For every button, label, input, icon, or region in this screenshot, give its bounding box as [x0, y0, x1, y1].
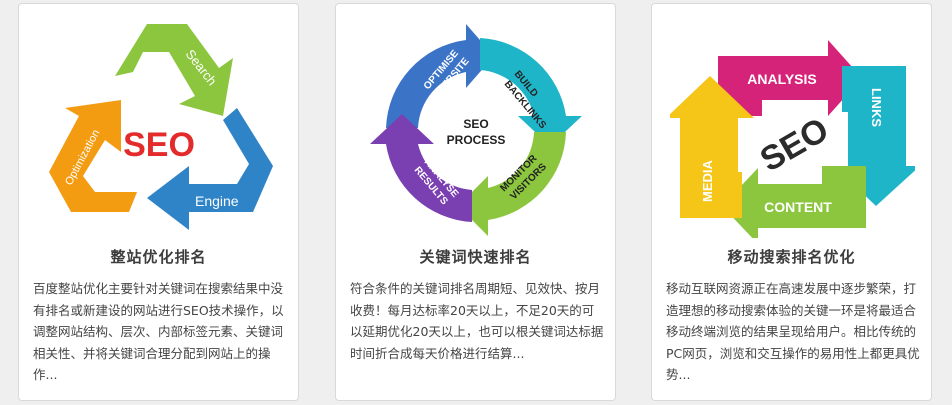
links-label: LINKS	[869, 88, 884, 127]
seo-square-arrows-icon: ANALYSIS LINKS CONTENT MEDIA SEO	[670, 40, 915, 238]
service-description: 移动互联网资源正在高速发展中逐步繁荣，打造理想的移动搜索体验的关键一环是将最适合…	[666, 281, 920, 382]
service-card-keyword-ranking[interactable]: SEO PROCESS OPTIMISE WEBSITE BUILD BACKL…	[335, 3, 616, 401]
service-title: 关键词快速排名	[419, 248, 532, 266]
seo-center-label: SEO	[123, 126, 195, 164]
engine-arrow-label: Engine	[195, 193, 239, 209]
analysis-label: ANALYSIS	[747, 71, 817, 87]
seo-process-cycle-icon: SEO PROCESS OPTIMISE WEBSITE BUILD BACKL…	[370, 24, 582, 236]
service-description: 百度整站优化主要针对关键词在搜索结果中没有排名或新建设的网站进行SEO技术操作，…	[33, 281, 284, 382]
media-label: MEDIA	[700, 160, 715, 203]
content-label: CONTENT	[764, 199, 832, 215]
seo-process-center-line2: PROCESS	[447, 133, 506, 147]
seo-process-center-line1: SEO	[463, 117, 488, 131]
service-title: 移动搜索排名优化	[727, 248, 856, 266]
service-description: 符合条件的关键词排名周期短、见效快、按月收费！每月达标率20天以上，不足20天的…	[350, 281, 604, 361]
service-card-site-optimization[interactable]: SEO Search Engine Optimization 整站优化排名 百度…	[18, 3, 299, 401]
seo-recycle-cycle-icon: SEO Search Engine Optimization	[49, 24, 273, 230]
service-title: 整站优化排名	[110, 248, 207, 266]
service-card-mobile-search[interactable]: ANALYSIS LINKS CONTENT MEDIA SEO 移动搜索排名优…	[651, 3, 932, 401]
